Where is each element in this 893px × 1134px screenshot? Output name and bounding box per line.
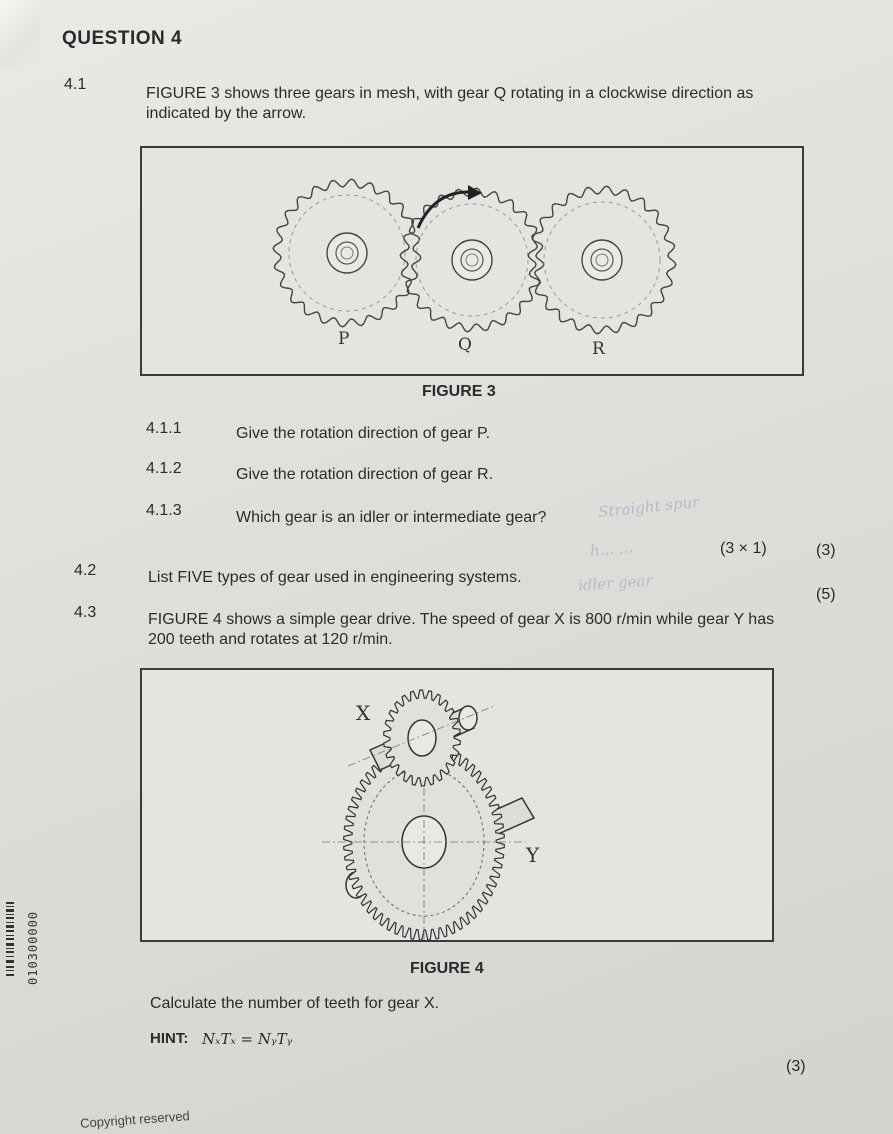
gear-q-teeth bbox=[399, 187, 545, 333]
paper-corner bbox=[0, 0, 40, 70]
gear-q-bore bbox=[460, 248, 484, 272]
arrow-head-icon bbox=[468, 185, 482, 200]
gear-q-pitch-circle bbox=[415, 203, 529, 317]
subquestion-text-4-1-2: Give the rotation direction of gear R. bbox=[236, 466, 494, 483]
gear-r-pitch-circle bbox=[543, 201, 661, 319]
gear-r-hub bbox=[581, 239, 623, 281]
gear-r-teeth bbox=[527, 185, 677, 335]
figure-4-diagram: X Y bbox=[322, 689, 540, 941]
gear-x-hub bbox=[407, 719, 437, 757]
clockwise-arrow-icon bbox=[416, 190, 469, 229]
gear-x-label: X bbox=[356, 701, 371, 725]
gear-r-bore bbox=[590, 248, 614, 272]
subquestion-number-4-1-1: 4.1.1 bbox=[146, 420, 182, 437]
gear-p-bore bbox=[335, 241, 359, 265]
subquestion-number-4-1-2: 4.1.2 bbox=[146, 460, 182, 477]
gear-q-label: Q bbox=[458, 335, 472, 355]
gear-p-center bbox=[340, 246, 354, 260]
gear-x-shaft-end bbox=[458, 705, 478, 731]
gear-r-label: R bbox=[592, 339, 606, 359]
question-text-4-3: FIGURE 4 shows a simple gear drive. The … bbox=[148, 611, 775, 648]
gear-p-pitch-circle bbox=[288, 194, 406, 312]
gear-q-center bbox=[465, 253, 479, 267]
figure-3-box: P Q R bbox=[140, 146, 804, 376]
gear-x-center-line bbox=[347, 705, 495, 767]
question-number-4-2: 4.2 bbox=[74, 562, 97, 579]
marks-4-1: (3) bbox=[816, 542, 836, 559]
figure-4-caption: FIGURE 4 bbox=[410, 960, 484, 977]
question-text-4-2: List FIVE types of gear used in engineer… bbox=[148, 569, 522, 586]
hint-label: HINT: bbox=[150, 1030, 189, 1047]
question-number-4-3: 4.3 bbox=[74, 604, 97, 621]
figure-3-diagram: P Q R bbox=[272, 178, 677, 359]
figure-4-box: X Y bbox=[140, 668, 774, 942]
marks-formula-4-1: (3 × 1) bbox=[720, 540, 767, 557]
figure-3-caption: FIGURE 3 bbox=[422, 383, 496, 400]
gear-p-label: P bbox=[338, 329, 349, 349]
question-number-4-1: 4.1 bbox=[64, 76, 87, 93]
subquestion-text-4-1-1: Give the rotation direction of gear P. bbox=[236, 425, 491, 442]
barcode-number: 010300000 bbox=[26, 910, 40, 985]
hint-formula: NₓTₓ = NᵧTᵧ bbox=[202, 1030, 293, 1048]
question-instruction-4-3: Calculate the number of teeth for gear X… bbox=[150, 995, 440, 1012]
handwritten-answer-2: h... ... bbox=[589, 538, 634, 560]
gear-r-center bbox=[595, 253, 609, 267]
subquestion-text-4-1-3: Which gear is an idler or intermediate g… bbox=[236, 509, 547, 526]
marks-4-2: (5) bbox=[816, 586, 836, 603]
marks-4-3: (3) bbox=[786, 1058, 806, 1075]
question-title: QUESTION 4 bbox=[62, 28, 183, 49]
question-text-4-1: FIGURE 3 shows three gears in mesh, with… bbox=[146, 85, 754, 122]
subquestion-number-4-1-3: 4.1.3 bbox=[146, 502, 182, 519]
gear-q-hub bbox=[451, 239, 493, 281]
barcode-icon bbox=[6, 902, 14, 976]
gear-y-label: Y bbox=[525, 843, 540, 867]
gear-p-teeth bbox=[272, 178, 422, 328]
gear-p-hub bbox=[326, 232, 368, 274]
